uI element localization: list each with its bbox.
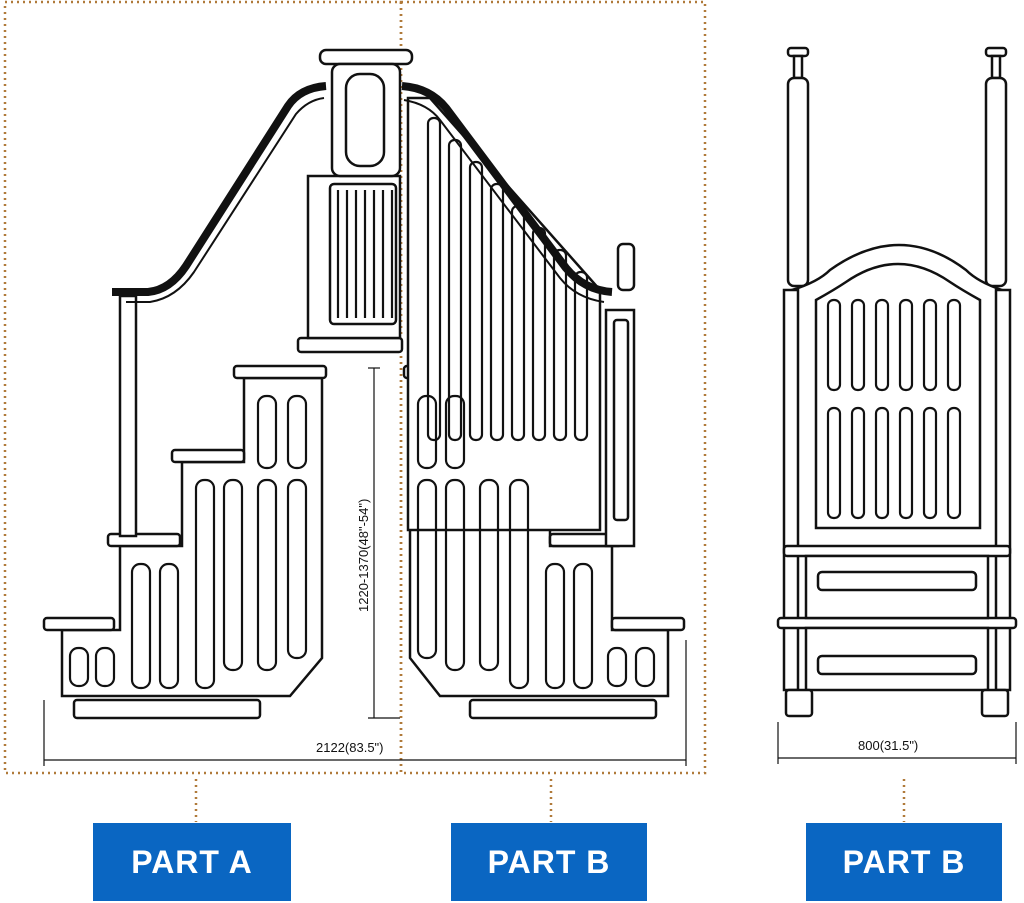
part-b-slot <box>634 646 656 688</box>
part-b-slot <box>572 562 594 690</box>
front-lower-slot <box>850 406 866 520</box>
part-a-top-post-inner <box>344 72 386 168</box>
front-right-pole-neck <box>990 54 1002 80</box>
part-b-slot <box>544 562 566 690</box>
part-b-side-bar <box>447 138 463 442</box>
part-a-slot <box>94 646 116 688</box>
part-a-tread-1 <box>42 616 116 632</box>
part-b-handrail <box>401 82 613 296</box>
part-a-tread-3 <box>170 448 246 464</box>
part-b-slot <box>606 646 628 688</box>
front-upper-slot <box>898 298 914 392</box>
dotted-guides <box>3 0 906 822</box>
side-dimensions <box>43 367 687 766</box>
part-b-side-bar <box>531 226 547 442</box>
front-left-foot <box>784 688 814 718</box>
front-lower-slot <box>946 406 962 520</box>
front-right-rail <box>994 288 1012 692</box>
front-step-mid <box>776 616 1018 630</box>
part-b-side-bar <box>510 204 526 442</box>
part-b-outline <box>399 0 707 775</box>
part-a-label: PART A <box>93 823 291 901</box>
part-a-platform <box>296 336 404 354</box>
part-a-handrail-inner <box>126 97 325 303</box>
front-step-top <box>782 544 1012 558</box>
part-a-foot <box>72 698 262 720</box>
part-a-slot <box>256 394 278 470</box>
part-b-side-staircase <box>401 82 686 720</box>
height-dimension-label: 1220-1370(48"-54") <box>356 499 371 612</box>
front-upper-slot <box>850 298 866 392</box>
part-a-slots <box>68 190 394 690</box>
front-lower-slot <box>922 406 938 520</box>
front-arch-inner <box>814 262 982 530</box>
front-upper-slot <box>946 298 962 392</box>
part-b-slot <box>416 478 438 660</box>
front-right-pole <box>984 76 1008 288</box>
front-left-pole <box>786 76 810 288</box>
part-b-slot <box>444 394 466 470</box>
part-a-slot <box>158 562 180 690</box>
front-right-foot <box>980 688 1010 718</box>
part-b-side-bar <box>489 182 505 442</box>
part-b-foot <box>468 698 658 720</box>
front-lower-slot <box>898 406 914 520</box>
part-b-slot <box>478 478 500 672</box>
part-b-side-bar <box>552 248 568 442</box>
front-slots <box>826 298 962 520</box>
part-b-front-label: PART B <box>806 823 1002 901</box>
part-b-slot <box>508 478 530 690</box>
part-b-slots <box>416 116 656 690</box>
part-a-slot <box>194 478 216 690</box>
part-b-slot <box>444 478 466 672</box>
part-a-slot <box>222 478 244 672</box>
front-left-rail <box>782 288 800 692</box>
part-b-side-bar <box>573 270 589 442</box>
front-lower-slot <box>874 406 890 520</box>
part-a-gate-panel <box>328 182 398 326</box>
part-a-rail-post <box>118 294 138 538</box>
part-a-slot <box>130 562 152 690</box>
part-b-tread-4 <box>610 616 686 632</box>
part-b-side-bar <box>426 116 442 442</box>
total-width-label: 2122(83.5") <box>316 740 384 755</box>
part-a-slot <box>286 394 308 470</box>
front-riser-slot-2 <box>816 654 978 676</box>
front-upper-slot <box>826 298 842 392</box>
front-width-label: 800(31.5") <box>858 738 918 753</box>
part-b-front-view <box>776 46 1018 718</box>
part-a-staircase <box>42 48 414 720</box>
part-b-latch-inner <box>612 318 630 522</box>
part-b-side-bar <box>468 160 484 442</box>
front-lower-slot <box>826 406 842 520</box>
part-b-latch-post <box>616 242 636 292</box>
front-dimensions <box>777 722 1017 764</box>
part-b-side-label: PART B <box>451 823 647 901</box>
part-a-top-cap <box>318 48 414 66</box>
part-a-tread-4 <box>232 364 328 380</box>
part-a-slot <box>68 646 90 688</box>
front-upper-slot <box>874 298 890 392</box>
front-upper-slot <box>922 298 938 392</box>
part-a-handrail <box>112 82 327 296</box>
part-a-slot <box>286 478 308 660</box>
front-riser-slot-1 <box>816 570 978 592</box>
front-left-pole-neck <box>792 54 804 80</box>
part-a-slot <box>256 478 278 672</box>
